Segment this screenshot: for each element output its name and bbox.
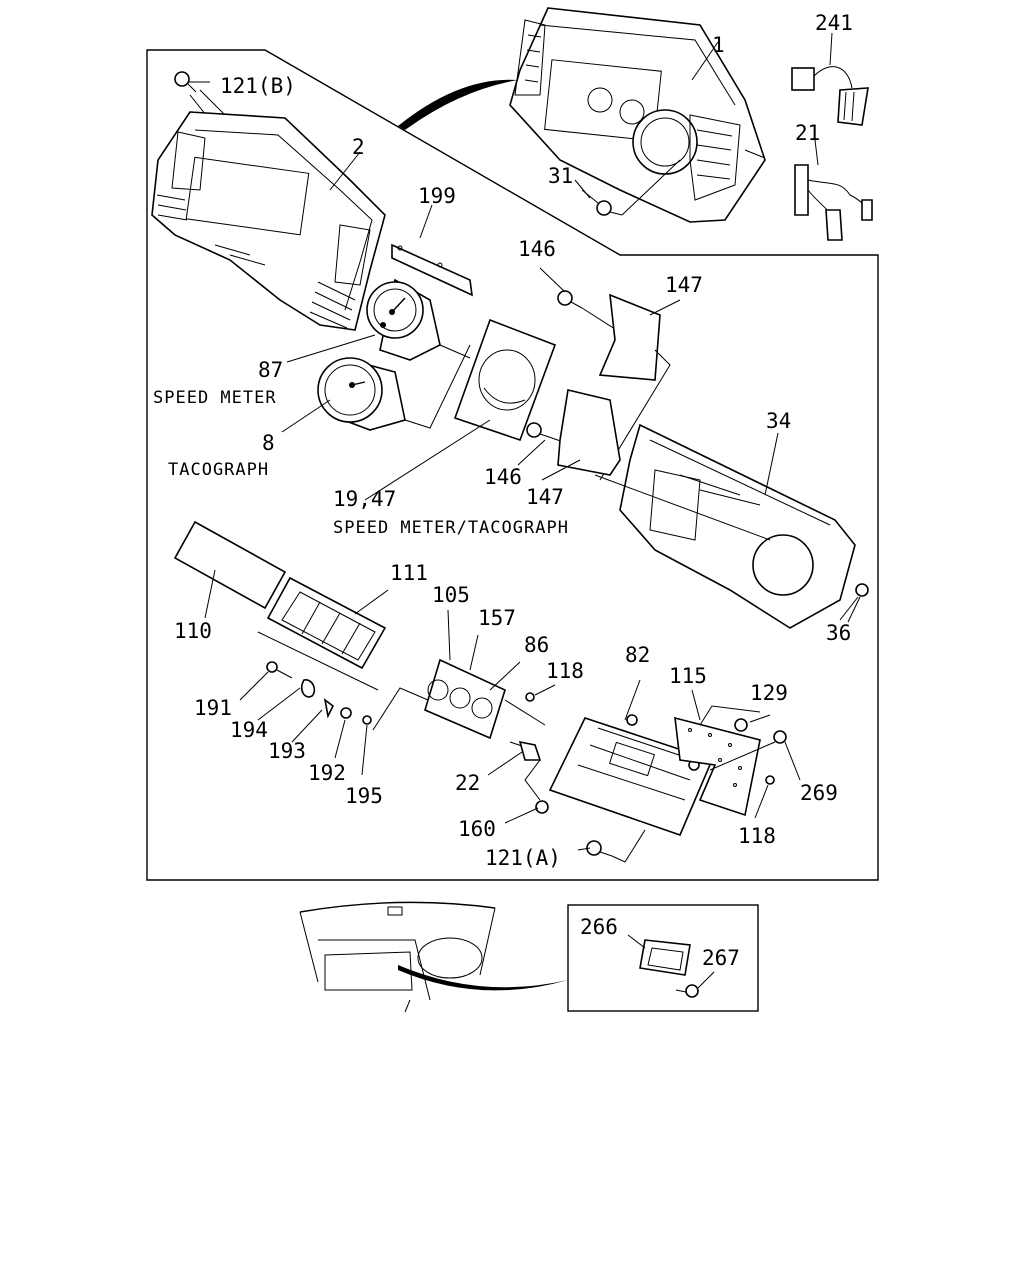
callout-111: 111 xyxy=(390,561,428,585)
screw-267 xyxy=(685,984,699,998)
callout-147-lower: 147 xyxy=(526,485,564,509)
cluster-frame-2 xyxy=(151,111,386,331)
callout-192: 192 xyxy=(308,761,346,785)
dashboard-location-view xyxy=(299,901,496,1013)
screw-146-lower xyxy=(526,422,553,439)
screw-121b xyxy=(174,71,197,93)
callout-86: 86 xyxy=(524,633,549,657)
caption-speed-meter: SPEED METER xyxy=(153,388,277,408)
cover-147-lower xyxy=(557,389,621,476)
callout-269: 269 xyxy=(800,781,838,805)
connector-241 xyxy=(791,66,869,126)
harness-21 xyxy=(794,164,873,241)
callout-115: 115 xyxy=(669,664,707,688)
switch-266 xyxy=(639,939,691,976)
screw-269 xyxy=(773,730,787,744)
callout-129: 129 xyxy=(750,681,788,705)
callout-8: 8 xyxy=(262,431,275,455)
bracket-199 xyxy=(391,243,473,297)
speed-meter-87 xyxy=(366,278,441,361)
callout-266: 266 xyxy=(580,915,618,939)
callout-105: 105 xyxy=(432,583,470,607)
callout-121a: 121(A) xyxy=(485,846,561,870)
screw-121a xyxy=(586,840,613,857)
screw-160 xyxy=(535,800,549,814)
callout-2: 2 xyxy=(352,135,365,159)
callout-146-lower: 146 xyxy=(484,465,522,489)
clip-118-lower xyxy=(765,775,775,785)
callout-34: 34 xyxy=(766,409,791,433)
caption-speed-meter-tacograph: SPEED METER/TACOGRAPH xyxy=(333,518,569,538)
callout-21: 21 xyxy=(795,121,820,145)
callout-22: 22 xyxy=(455,771,480,795)
bezel-111 xyxy=(266,576,387,670)
callout-191: 191 xyxy=(194,696,232,720)
callout-36: 36 xyxy=(826,621,851,645)
pointer-arc xyxy=(398,79,518,130)
callout-31: 31 xyxy=(548,164,573,188)
ring-19-47 xyxy=(453,318,557,442)
callout-19-47: 19,47 xyxy=(333,487,396,511)
callout-110: 110 xyxy=(174,619,212,643)
callout-82: 82 xyxy=(625,643,650,667)
gauges-105-157-86 xyxy=(424,658,506,740)
callout-194: 194 xyxy=(230,718,268,742)
callout-121b: 121(B) xyxy=(220,74,296,98)
callout-160: 160 xyxy=(458,817,496,841)
inset-frame xyxy=(567,904,759,1012)
callout-267: 267 xyxy=(702,946,740,970)
instrument-cluster-assembly xyxy=(509,7,766,223)
callout-118-lower: 118 xyxy=(738,824,776,848)
housing-34 xyxy=(619,423,856,629)
tacograph-8 xyxy=(317,357,406,431)
cover-147-upper xyxy=(598,293,661,381)
callout-118-upper: 118 xyxy=(546,659,584,683)
callout-157: 157 xyxy=(478,606,516,630)
screw-36 xyxy=(855,583,869,597)
small-parts-191-195 xyxy=(266,661,372,725)
screw-31 xyxy=(596,200,623,216)
main-frame xyxy=(146,49,879,881)
screw-146-upper xyxy=(557,290,583,309)
location-arc xyxy=(398,965,568,991)
callout-199: 199 xyxy=(418,184,456,208)
callout-146-upper: 146 xyxy=(518,237,556,261)
callout-1: 1 xyxy=(712,33,725,57)
callout-87: 87 xyxy=(258,358,283,382)
lens-110 xyxy=(173,520,287,610)
caption-tacograph: TACOGRAPH xyxy=(168,460,269,480)
callout-241: 241 xyxy=(815,11,853,35)
callout-147-upper: 147 xyxy=(665,273,703,297)
callout-195: 195 xyxy=(345,784,383,808)
callout-193: 193 xyxy=(268,739,306,763)
pcb-82 xyxy=(548,714,714,836)
screw-129 xyxy=(734,718,748,732)
clip-118-upper xyxy=(525,692,535,702)
